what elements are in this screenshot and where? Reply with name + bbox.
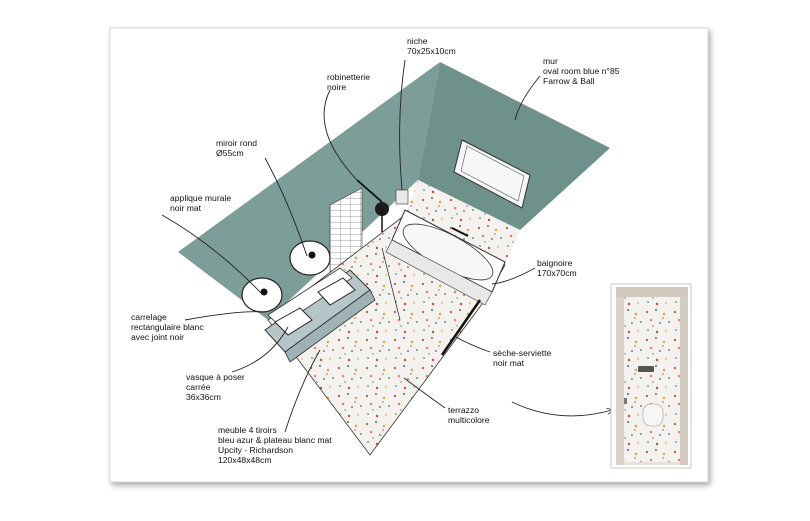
mirror-left — [241, 277, 283, 313]
leader-lines — [161, 59, 612, 433]
back-wall — [418, 62, 610, 230]
wall-lamp-left — [260, 288, 268, 296]
mirror-right — [289, 240, 331, 276]
basin-right — [317, 277, 356, 306]
towel-warmer — [440, 299, 482, 356]
bathtub — [385, 209, 506, 306]
window — [453, 139, 531, 209]
bathroom-isometric — [178, 62, 610, 456]
left-wall — [178, 62, 440, 320]
tiled-wall — [405, 180, 520, 265]
wall-lamp-right — [308, 251, 316, 259]
niche — [395, 189, 409, 205]
basin-left — [274, 307, 313, 336]
reference-photo — [610, 283, 692, 469]
